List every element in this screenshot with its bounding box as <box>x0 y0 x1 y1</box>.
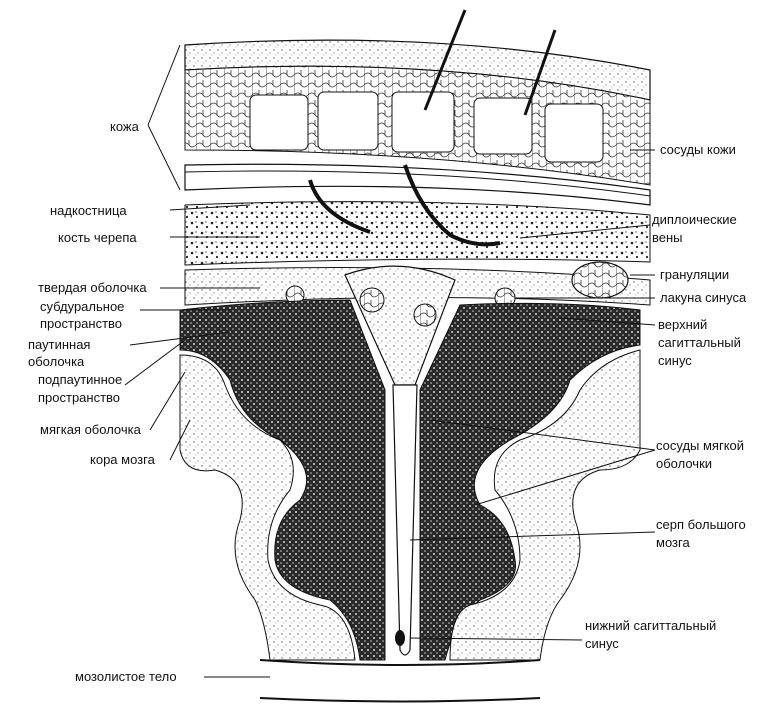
label-skin: кожа <box>110 119 140 134</box>
label-superior-sinus-line1: верхний <box>658 317 707 332</box>
label-diploic-veins-line2: вены <box>652 230 683 245</box>
label-arachnoid-line2: оболочка <box>28 354 85 369</box>
label-subarachnoid-line2: пространство <box>38 390 120 405</box>
label-superior-sinus-line3: синус <box>658 353 692 368</box>
label-skin-vessels: сосуды кожи <box>660 142 736 157</box>
label-pia-vessels-line1: сосуды мягкой <box>656 438 744 453</box>
label-falx-line2: мозга <box>656 535 690 550</box>
label-granulations: грануляции <box>660 267 729 282</box>
label-cortex: кора мозга <box>90 452 156 467</box>
label-falx-line1: серп большого <box>656 517 746 532</box>
label-diploic-veins-line1: диплоические <box>652 212 737 227</box>
label-subarachnoid-line1: подпаутинное <box>38 372 122 387</box>
label-dura: твердая оболочка <box>38 280 147 295</box>
label-inferior-sinus-line2: синус <box>585 636 619 651</box>
label-pia-vessels-line2: оболочки <box>656 456 712 471</box>
label-subdural-line2: пространство <box>40 316 122 331</box>
label-periosteum: надкостница <box>50 203 127 218</box>
label-superior-sinus-line2: сагиттальный <box>658 335 741 350</box>
label-pia: мягкая оболочка <box>40 422 142 437</box>
label-sinus-lacuna: лакуна синуса <box>660 290 747 305</box>
label-corpus-callosum: мозолистое тело <box>75 669 177 684</box>
label-arachnoid-line1: паутинная <box>28 337 90 352</box>
label-subdural-line1: субдуральное <box>40 299 124 314</box>
anatomy-drawing <box>180 10 650 702</box>
label-skull-bone: кость черепа <box>58 230 137 245</box>
label-inferior-sinus-line1: нижний сагиттальный <box>585 618 716 633</box>
